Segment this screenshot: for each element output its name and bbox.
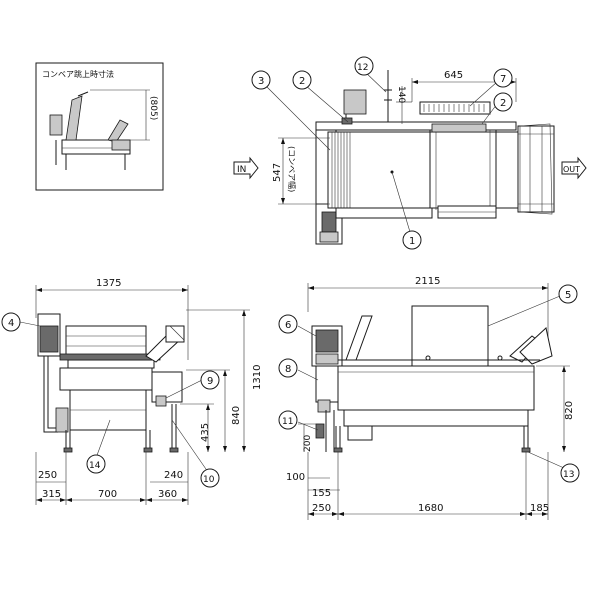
- svg-text:2: 2: [299, 76, 305, 87]
- svg-text:6: 6: [285, 320, 291, 331]
- conveyor-width-note: (コンベア幅): [287, 146, 297, 192]
- front-dim-250: 250: [38, 470, 57, 481]
- in-label: IN: [237, 165, 246, 175]
- heater-fins: [423, 104, 485, 112]
- front-view: 1375: [19, 278, 263, 505]
- side-dim-200: 200: [303, 435, 313, 452]
- inset-dim-805: (805): [148, 96, 158, 120]
- inset-title: コンベア跳上時寸法: [42, 69, 114, 79]
- callout-13: 13: [560, 463, 580, 483]
- callout-3: 3: [251, 70, 271, 90]
- svg-text:13: 13: [563, 470, 574, 480]
- callout-11: 11: [278, 410, 298, 430]
- side-view: 2115: [286, 276, 575, 520]
- callout-14: 14: [86, 454, 106, 474]
- out-arrow: [561, 156, 587, 180]
- plan-view: IN OUT: [233, 69, 587, 245]
- side-dim-250: 250: [312, 503, 331, 514]
- plan-dim-547: 547: [272, 163, 283, 182]
- front-dim-360: 360: [158, 489, 177, 500]
- front-dim-700: 700: [98, 489, 117, 500]
- svg-text:4: 4: [8, 318, 14, 329]
- svg-text:14: 14: [89, 461, 101, 471]
- svg-text:2: 2: [500, 98, 506, 109]
- plan-dim-140: 140: [396, 86, 406, 103]
- callout-4: 4: [1, 312, 21, 332]
- svg-text:9: 9: [207, 376, 213, 387]
- svg-text:5: 5: [565, 290, 571, 301]
- front-dim-435: 435: [200, 423, 211, 442]
- svg-text:11: 11: [282, 417, 293, 427]
- callout-2-right: 2: [493, 92, 513, 112]
- in-arrow: [233, 156, 259, 180]
- svg-text:3: 3: [258, 76, 264, 87]
- callout-10: 10: [200, 468, 220, 488]
- front-dim-315: 315: [42, 489, 61, 500]
- front-dim-840: 840: [231, 406, 242, 425]
- callout-2-top: 2: [292, 70, 312, 90]
- callout-8: 8: [278, 358, 298, 378]
- callout-12: 12: [354, 56, 374, 76]
- callout-5: 5: [558, 284, 578, 304]
- belt-slats: [331, 132, 351, 208]
- out-label: OUT: [563, 165, 580, 174]
- side-dim-100: 100: [286, 472, 305, 483]
- plan-dim-645: 645: [444, 70, 463, 81]
- inset-box: コンベア跳上時寸法 (805): [35, 62, 164, 191]
- side-dim-155: 155: [312, 488, 331, 499]
- callout-1: 1: [402, 230, 422, 250]
- front-dim-1375: 1375: [96, 278, 121, 289]
- svg-text:7: 7: [500, 74, 506, 85]
- front-dim-240: 240: [164, 470, 183, 481]
- svg-text:8: 8: [285, 364, 291, 375]
- svg-text:10: 10: [203, 475, 215, 485]
- side-dim-1680: 1680: [418, 503, 443, 514]
- callout-bubbles: 3 2 12 7 2 1 4 9 10 14 5 6 8 11 13: [1, 56, 580, 488]
- side-dim-2115: 2115: [415, 276, 440, 287]
- side-dim-185: 185: [530, 503, 549, 514]
- side-dim-820: 820: [564, 401, 575, 420]
- front-dim-1310: 1310: [252, 365, 263, 390]
- svg-text:1: 1: [409, 236, 415, 247]
- svg-text:12: 12: [357, 63, 368, 73]
- callout-7: 6: [278, 314, 298, 334]
- callout-6: 7: [493, 68, 513, 88]
- callout-9: 9: [200, 370, 220, 390]
